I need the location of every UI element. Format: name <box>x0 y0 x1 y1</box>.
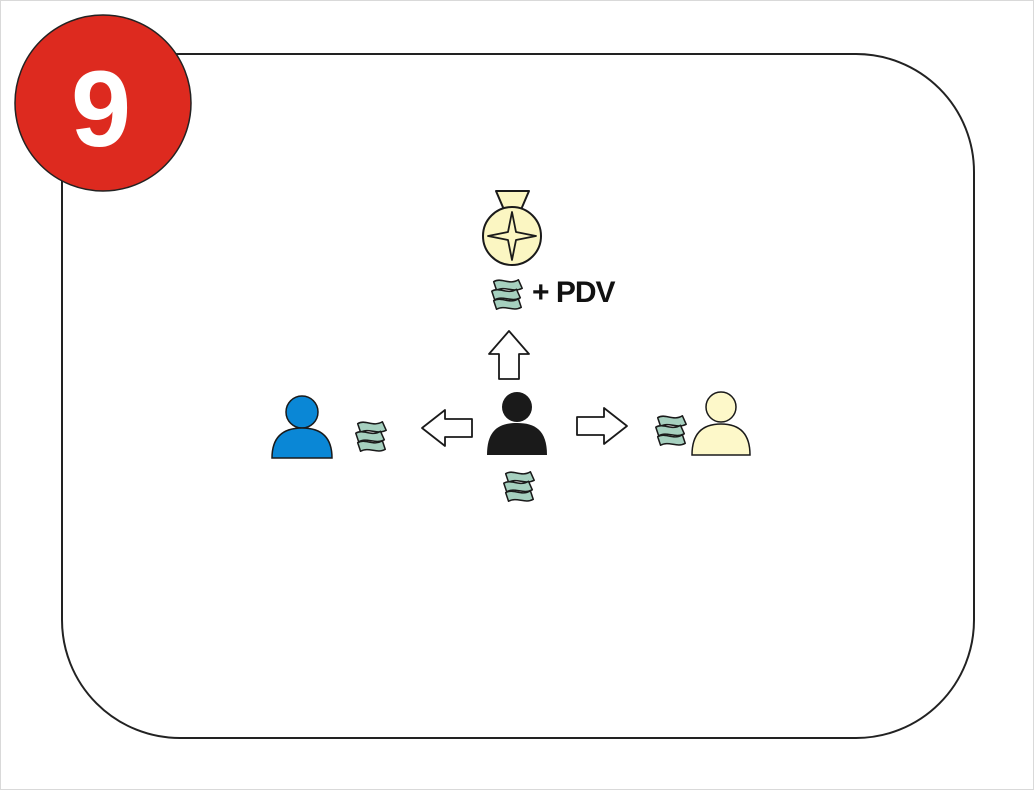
banknote-icon <box>355 421 387 453</box>
person-icon-left <box>271 395 333 459</box>
medal-icon <box>482 190 542 266</box>
tax-label: + PDV <box>532 276 616 309</box>
step-number: 9 <box>71 48 131 169</box>
content-frame <box>61 53 975 739</box>
banknote-icon <box>655 415 687 447</box>
person-icon-right <box>691 391 751 456</box>
person-icon-center <box>487 392 547 455</box>
banknote-icon <box>491 279 523 311</box>
arrow-left-icon <box>421 409 473 447</box>
arrow-right-icon <box>576 407 628 445</box>
step-badge: 9 <box>14 14 192 192</box>
banknote-icon <box>503 471 535 503</box>
arrow-up-icon <box>488 330 530 380</box>
